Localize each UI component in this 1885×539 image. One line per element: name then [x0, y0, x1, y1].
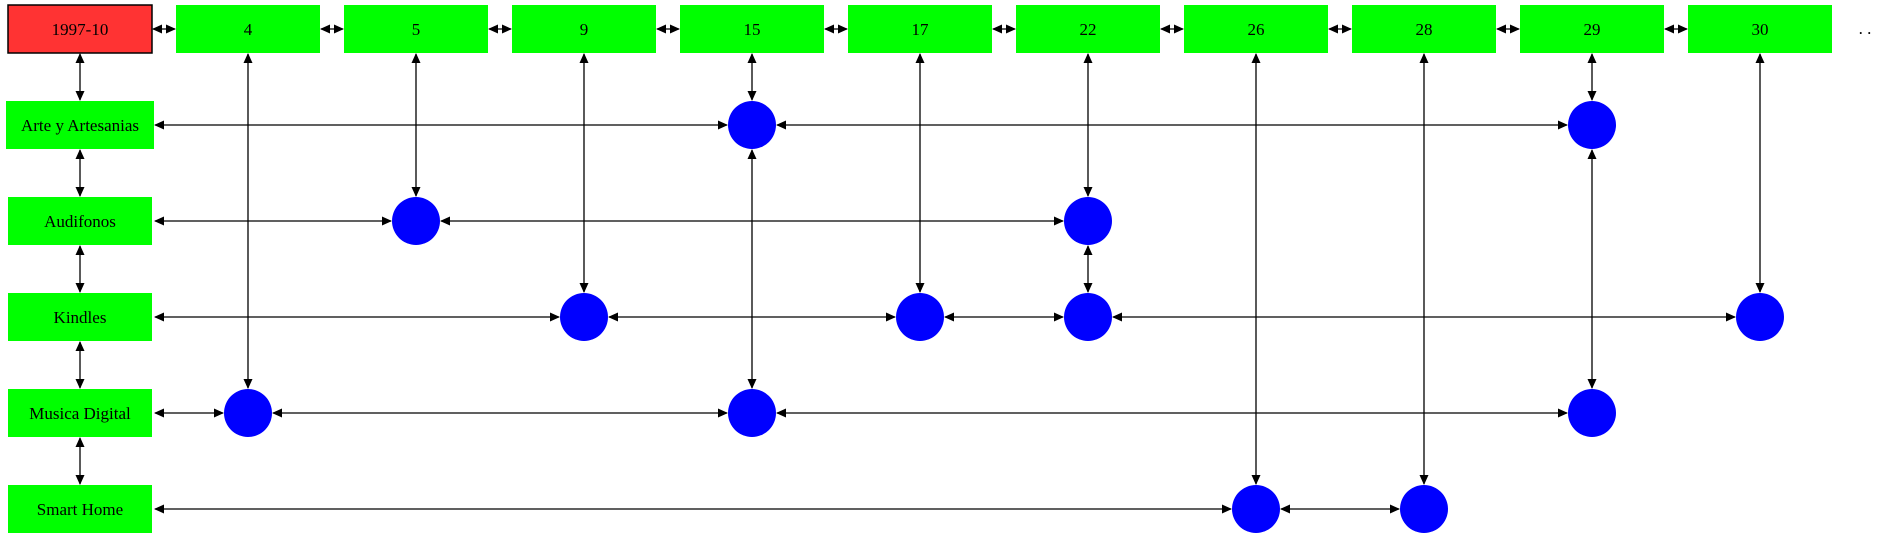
nodes-layer: [6, 4, 1832, 533]
dot-smart-home-26: [1232, 485, 1280, 533]
dot-audifonos-5: [392, 197, 440, 245]
row-node-kindles: [8, 293, 152, 341]
root-node-label: 1997-10: [52, 20, 109, 39]
column-node-9: [512, 5, 656, 53]
column-node-4: [176, 5, 320, 53]
column-node-label-29: 29: [1584, 20, 1601, 39]
column-node-label-17: 17: [912, 20, 930, 39]
row-node-label-kindles: Kindles: [54, 308, 107, 327]
row-node-audifonos: [8, 197, 152, 245]
column-node-label-5: 5: [412, 20, 421, 39]
row-node-arte-y-artesanias: [6, 101, 154, 149]
dot-audifonos-22: [1064, 197, 1112, 245]
root-node: [7, 4, 153, 54]
row-node-musica-digital: [8, 389, 152, 437]
column-node-26: [1184, 5, 1328, 53]
column-node-22: [1016, 5, 1160, 53]
dot-arte-y-artesanias-29: [1568, 101, 1616, 149]
row-node-smart-home: [8, 485, 152, 533]
row-node-label-audifonos: Audifonos: [44, 212, 116, 231]
dot-kindles-30: [1736, 293, 1784, 341]
column-node-label-15: 15: [744, 20, 761, 39]
more-columns-ellipsis: . .: [1859, 19, 1872, 38]
dot-smart-home-28: [1400, 485, 1448, 533]
dot-musica-digital-29: [1568, 389, 1616, 437]
dot-kindles-9: [560, 293, 608, 341]
dot-kindles-17: [896, 293, 944, 341]
column-node-label-28: 28: [1416, 20, 1433, 39]
column-node-28: [1352, 5, 1496, 53]
dot-musica-digital-15: [728, 389, 776, 437]
dot-musica-digital-4: [224, 389, 272, 437]
column-node-label-9: 9: [580, 20, 589, 39]
column-node-30: [1688, 5, 1832, 53]
column-node-29: [1520, 5, 1664, 53]
row-node-label-arte-y-artesanias: Arte y Artesanias: [21, 116, 139, 135]
column-node-label-4: 4: [244, 20, 253, 39]
column-node-label-26: 26: [1248, 20, 1265, 39]
column-node-15: [680, 5, 824, 53]
column-node-17: [848, 5, 992, 53]
edges-layer: [75, 24, 1765, 514]
column-node-label-22: 22: [1080, 20, 1097, 39]
column-node-label-30: 30: [1752, 20, 1769, 39]
dot-kindles-22: [1064, 293, 1112, 341]
row-node-label-smart-home: Smart Home: [37, 500, 123, 519]
column-node-5: [344, 5, 488, 53]
row-node-label-musica-digital: Musica Digital: [29, 404, 131, 423]
dot-arte-y-artesanias-15: [728, 101, 776, 149]
